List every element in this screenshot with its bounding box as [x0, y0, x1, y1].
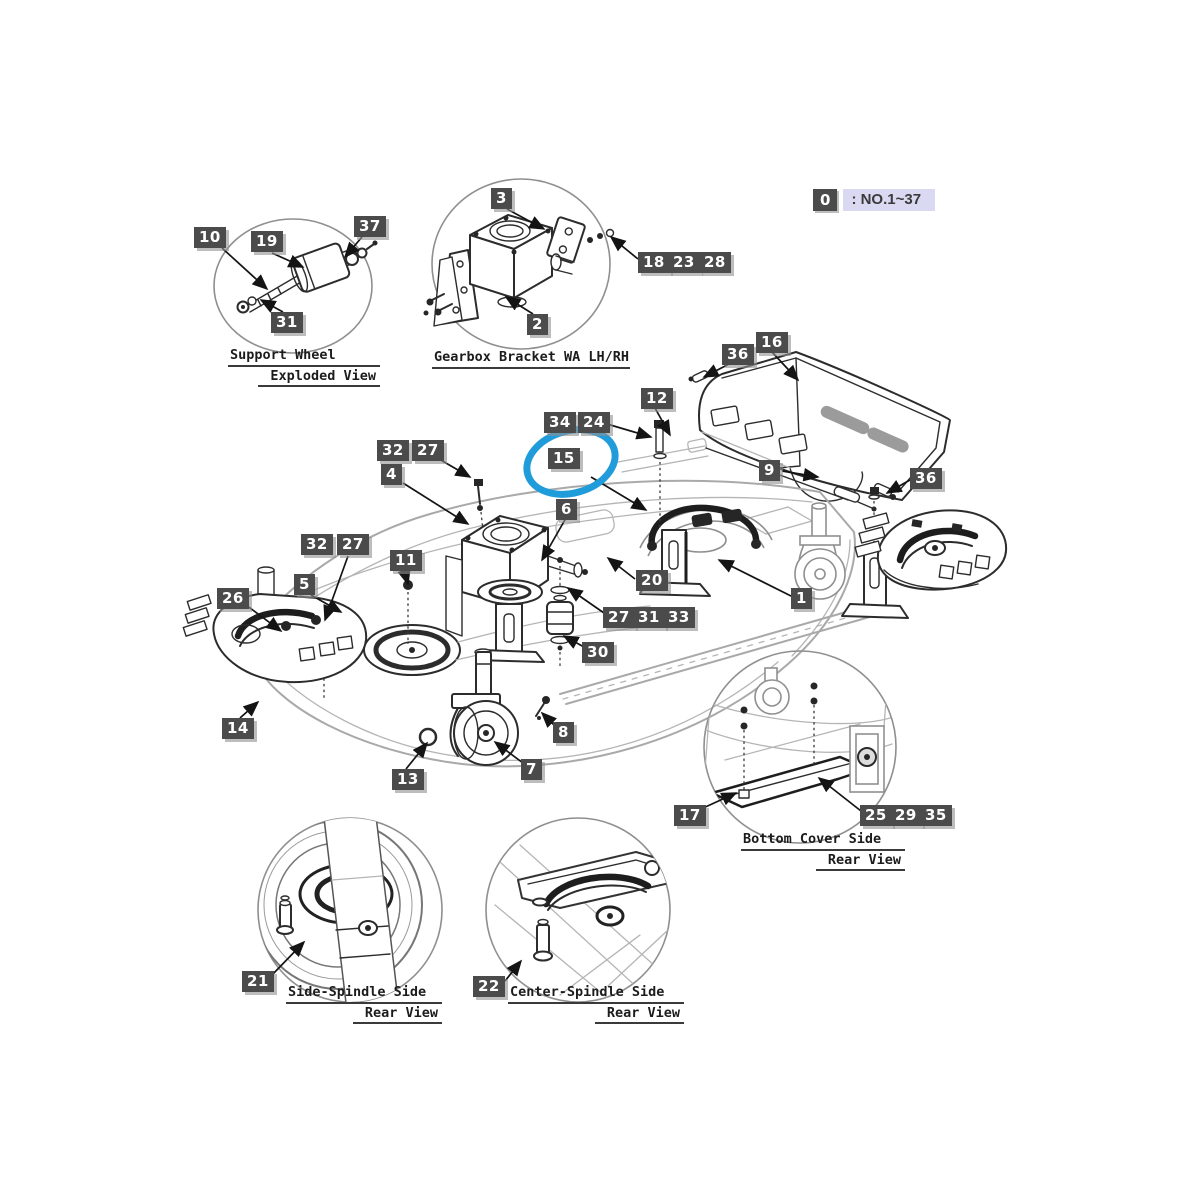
legend: 0 : NO.1~37: [813, 189, 936, 211]
part-label-27-16: 27: [412, 440, 444, 461]
part-label-26-25: 26: [217, 588, 249, 609]
legend-number-badge: 0: [813, 189, 838, 211]
caption-title: Center-Spindle Side: [508, 984, 684, 1004]
part-label-12-11: 12: [641, 388, 673, 409]
part-label-32-21: 32: [301, 534, 333, 555]
deflector-cover-drawing: [688, 351, 951, 512]
part-label-36-19: 36: [910, 468, 942, 489]
caption-subtitle: Rear View: [815, 852, 905, 871]
part-label-15-14: 15: [548, 448, 580, 469]
part-label-16-10: 16: [756, 332, 788, 353]
part-label-13-35: 13: [392, 769, 424, 790]
part-label-18-6: 18: [638, 252, 670, 273]
belt-cover-part-drawing: [854, 509, 1008, 591]
part-label-35-39: 35: [920, 805, 952, 826]
part-label-17-36: 17: [674, 805, 706, 826]
part-label-27-28: 27: [603, 607, 635, 628]
part-label-34-12: 34: [544, 412, 576, 433]
part-label-37-2: 37: [354, 216, 386, 237]
part-label-9-18: 9: [759, 460, 780, 481]
part-label-27-22: 27: [337, 534, 369, 555]
part-label-24-13: 24: [578, 412, 610, 433]
part-label-5-24: 5: [294, 574, 315, 595]
part-label-32-15: 32: [377, 440, 409, 461]
part-label-6-20: 6: [556, 499, 577, 520]
legend-text: : NO.1~37: [843, 189, 936, 211]
part-label-20-26: 20: [636, 570, 668, 591]
side-spindle-view-drawing: [257, 817, 443, 1003]
part-label-33-30: 33: [663, 607, 695, 628]
part-label-19-1: 19: [251, 231, 283, 252]
part-label-8-33: 8: [553, 722, 574, 743]
bottom-cover-view-drawing: [703, 650, 897, 844]
part-label-4-17: 4: [381, 464, 402, 485]
part-label-25-37: 25: [860, 805, 892, 826]
leader-arrows: [221, 208, 911, 982]
caption-title: Support Wheel: [228, 347, 380, 367]
part-label-1-27: 1: [791, 588, 812, 609]
part-label-23-7: 23: [668, 252, 700, 273]
caption-title: Gearbox Bracket WA LH/RH: [432, 349, 630, 369]
part-label-36-9: 36: [722, 344, 754, 365]
part-label-29-38: 29: [890, 805, 922, 826]
caption-subtitle: Rear View: [352, 1005, 442, 1024]
caption-title: Side-Spindle Side: [286, 984, 442, 1004]
center-spindle-view-drawing: [485, 817, 671, 1003]
caption-subtitle: Exploded View: [258, 368, 380, 387]
caption-1: Gearbox Bracket WA LH/RH: [432, 349, 630, 369]
part-label-3-4: 3: [491, 188, 512, 209]
part-label-22-41: 22: [473, 976, 505, 997]
part-label-10-0: 10: [194, 227, 226, 248]
gearbox-bracket-view-drawing: [423, 178, 615, 350]
part-label-30-31: 30: [582, 642, 614, 663]
caption-title: Bottom Cover Side: [741, 831, 905, 851]
part-label-14-32: 14: [222, 718, 254, 739]
part-label-31-3: 31: [271, 312, 303, 333]
part-label-21-40: 21: [242, 971, 274, 992]
caption-subtitle: Rear View: [594, 1005, 684, 1024]
part-label-11-23: 11: [390, 550, 422, 571]
part-label-31-29: 31: [633, 607, 665, 628]
part-label-2-5: 2: [527, 314, 548, 335]
part-label-28-8: 28: [699, 252, 731, 273]
part-label-7-34: 7: [521, 759, 542, 780]
